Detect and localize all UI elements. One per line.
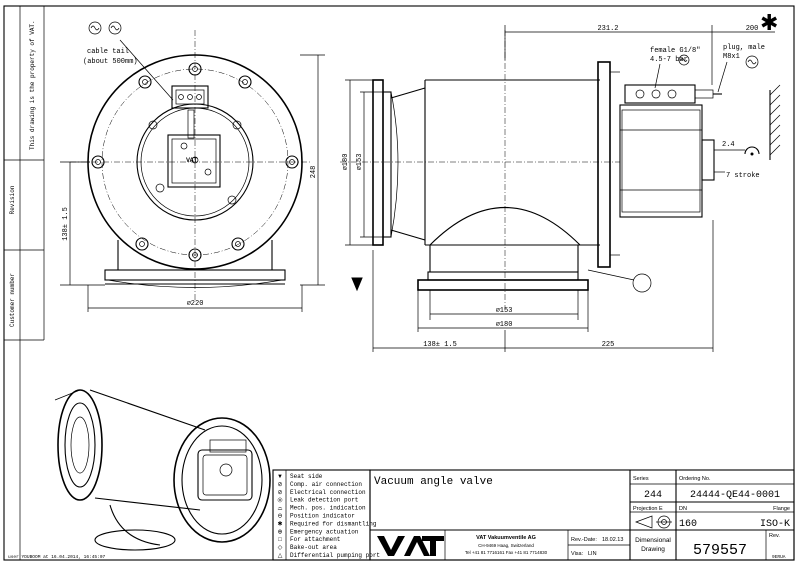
legend-label: For attachment: [290, 536, 340, 543]
dim-stroke-small: 2.4: [722, 141, 735, 149]
dn-value: 160: [679, 519, 697, 530]
series-label: Series: [633, 476, 649, 482]
legend-symbol-icon: △: [278, 553, 283, 559]
title-block: Vacuum angle valve Series 244 Ordering N…: [369, 469, 795, 561]
dim-bottom-inner: ⌀153: [496, 307, 513, 315]
legend-label: Comp. air connection: [290, 481, 362, 488]
flange-label: Flange: [773, 506, 790, 512]
series-value: 244: [644, 490, 662, 501]
dim-flange-outer: ⌀180: [342, 154, 350, 171]
flange-value: ISO-K: [760, 519, 790, 530]
user-line: user YDUBOOM at 16.04.2014, 16:45:07: [8, 554, 106, 560]
vat-logo: [377, 536, 444, 556]
cable-tail-label-1: cable tail: [87, 48, 129, 56]
svg-text:VAT: VAT: [186, 158, 197, 164]
female-label-1: female G1/8": [650, 47, 700, 55]
visa-label: Visa:: [571, 551, 584, 557]
dimensional-label-2: Drawing: [641, 546, 665, 553]
legend-symbol-icon: ▼: [277, 474, 283, 480]
dim-left-bottom: 138± 1.5: [423, 341, 457, 349]
dim-right-bottom: 225: [602, 341, 615, 349]
isometric-view: [54, 389, 271, 551]
plug-label-2: M8x1: [723, 53, 740, 61]
dim-top-right: 200: [746, 25, 759, 33]
dn-label: DN: [679, 506, 687, 512]
legend-label: Seat side: [290, 473, 323, 480]
dim-flange-inner: ⌀153: [356, 154, 364, 171]
company-contact: Tel +41 81 7716161 Fax +41 81 7714830: [465, 550, 548, 555]
legend-label: Electrical connection: [290, 489, 366, 496]
front-view: VAT cable tail (about 500mm) 248 138± 1.…: [60, 21, 325, 312]
rev-label: Rev.: [769, 533, 780, 539]
dim-center: 138± 1.5: [62, 207, 70, 241]
company-name: VAT Vakuumventile AG: [476, 535, 536, 541]
side-view: 231.2 200 ✱ female G1/8" 4.5-7 bar plug,…: [340, 10, 781, 352]
legend-symbol-icon: ⊘: [277, 490, 282, 496]
dim-bottom-outer: ⌀180: [496, 321, 513, 329]
legend-symbol-icon: ⌓: [278, 506, 283, 512]
drawing-title: Vacuum angle valve: [374, 476, 493, 488]
dim-top: 231.2: [597, 25, 618, 33]
revision-label: Revision: [9, 185, 16, 214]
legend-rows: ▼ Seat side ⊘ Comp. air connection ⊘ Electric…: [277, 473, 380, 559]
legend-symbol-icon: □: [278, 537, 282, 543]
legend-symbol-icon: ◎: [277, 498, 282, 504]
legend-label: Position indicator: [290, 513, 355, 520]
dim-stroke: 7 stroke: [726, 172, 760, 180]
legend-label: Leak detection port: [290, 497, 358, 504]
legend-symbol-icon: ⊖: [277, 514, 282, 520]
legend-label: Required for dismantling: [290, 520, 377, 527]
legend-label: Bake-out area: [290, 544, 337, 551]
ordering-value: 24444-QE44-0001: [690, 490, 780, 501]
customer-label: Customer number: [9, 273, 16, 327]
company-address: CH-9469 Haag, Switzerland: [478, 543, 534, 548]
visa-value: LIN: [588, 551, 597, 557]
female-label-2: 4.5-7 bar: [650, 56, 688, 64]
ref-code: 9ERUA: [772, 554, 786, 560]
cable-tail-label-2: (about 500mm): [83, 58, 138, 66]
dim-width: ⌀220: [187, 300, 204, 308]
rev-date-label: Rev.-Date:: [571, 537, 597, 543]
projection-label: Projection E: [633, 506, 663, 512]
dim-height: 248: [310, 166, 318, 179]
legend-symbol-icon: ✱: [277, 520, 282, 527]
dismantle-icon: ✱: [760, 10, 778, 35]
legend-label: Emergency actuation: [290, 528, 359, 535]
ordering-label: Ordering No.: [679, 476, 711, 482]
legend-label: Differential pumping port: [290, 552, 380, 559]
legend-symbol-icon: ⊘: [277, 482, 282, 488]
property-notice: This drawing is the property of VAT.: [29, 20, 36, 150]
legend-label: Mech. pos. indication: [290, 505, 366, 512]
legend-symbol-icon: ⊕: [277, 529, 282, 535]
plug-label-1: plug, male: [723, 44, 765, 52]
drawing-number: 579557: [693, 542, 747, 559]
rev-date-value: 18.02.13: [602, 537, 623, 543]
dimensional-label-1: Dimensional: [635, 537, 671, 544]
legend-symbol-icon: ◇: [278, 545, 283, 551]
